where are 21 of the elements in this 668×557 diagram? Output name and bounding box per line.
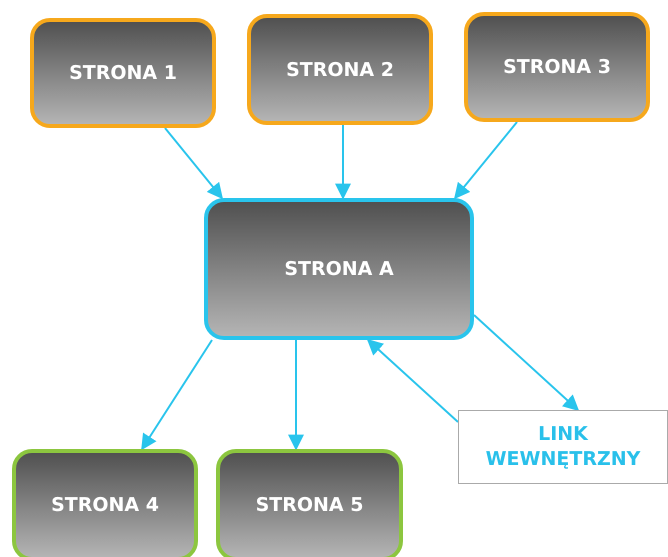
page-title: STRONA 1: [69, 62, 177, 84]
page-box: [30, 18, 216, 128]
note-box: [458, 410, 668, 484]
page-title: STRONA 2: [286, 58, 394, 80]
arrow: [473, 314, 580, 412]
arrow: [288, 340, 304, 451]
page-title: STRONA 3: [503, 56, 611, 78]
note-text: LINK WEWNĘTRZNY: [484, 422, 642, 472]
arrow: [164, 127, 223, 200]
page-box: [12, 449, 198, 557]
arrow: [366, 338, 459, 423]
arrow: [335, 125, 351, 200]
page-title: STRONA 5: [256, 494, 364, 516]
arrow: [454, 121, 518, 200]
page-box: [464, 12, 650, 122]
page-box: [216, 449, 403, 557]
page-box: [204, 198, 474, 340]
page-title: STRONA 4: [51, 494, 159, 516]
page-box: [247, 14, 433, 125]
arrow: [141, 339, 213, 450]
page-title: STRONA A: [284, 258, 394, 280]
